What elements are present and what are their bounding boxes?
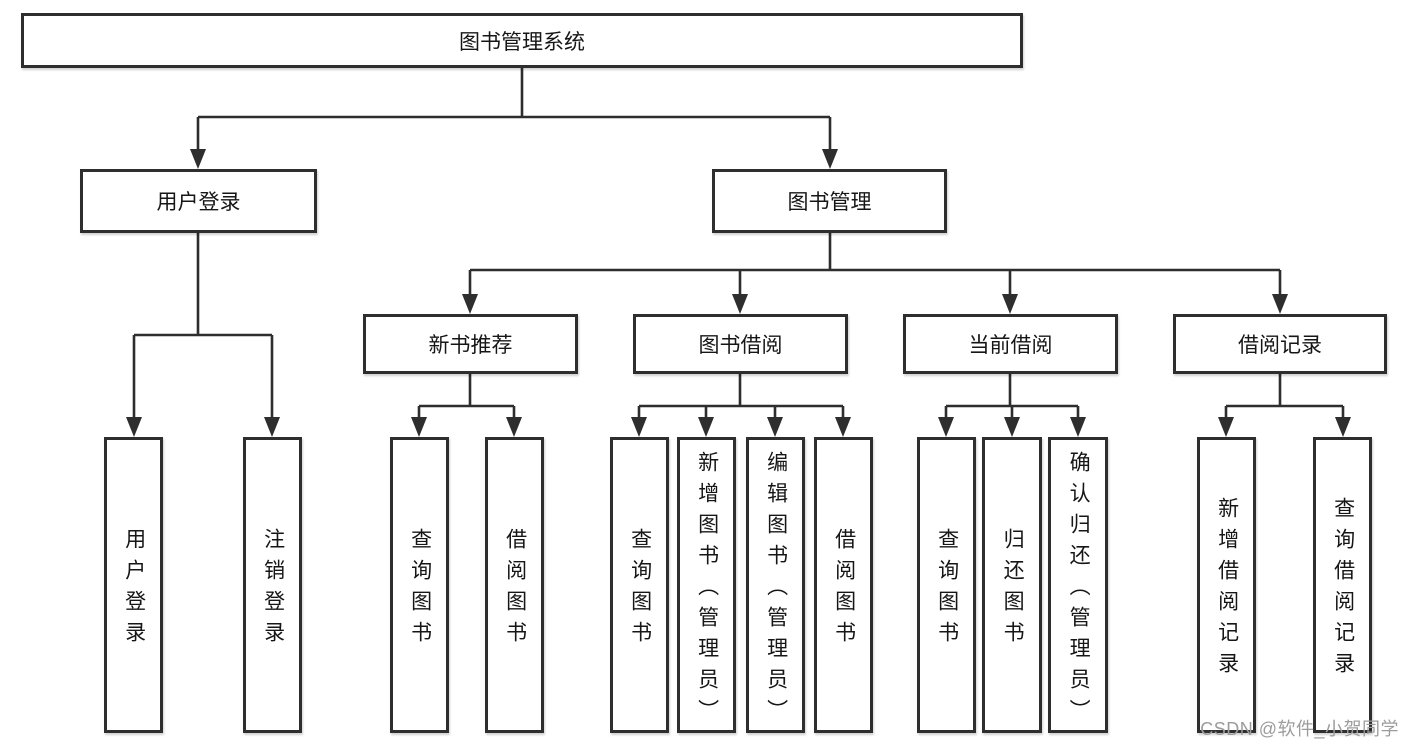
node-current-borrow: 当前借阅 — [903, 314, 1118, 374]
leaf-query-book-current: 查询图书 — [917, 437, 976, 733]
node-label: 借阅图书 — [832, 528, 856, 652]
node-label: 借阅记录 — [1238, 334, 1322, 357]
csdn-watermark: CSDN @软件_小贺同学 — [1200, 719, 1399, 739]
connector-root-to-level2 — [190, 68, 838, 169]
node-label: 图书借阅 — [698, 334, 783, 357]
connector-borrow-record-children — [1218, 374, 1351, 437]
leaf-add-borrow-record: 新增借阅记录 — [1197, 437, 1256, 733]
connector-current-borrow-children — [938, 374, 1086, 437]
leaf-query-borrow-record: 查询借阅记录 — [1313, 437, 1372, 733]
node-label: 用户登录 — [156, 191, 241, 214]
leaf-user-login: 用户登录 — [104, 437, 163, 733]
leaf-borrow-book: 借阅图书 — [814, 437, 873, 733]
leaf-query-book-recommend: 查询图书 — [390, 437, 449, 733]
node-label: 新增图书（管理员） — [695, 450, 719, 730]
leaf-return-book: 归还图书 — [982, 437, 1042, 733]
node-label: 查询图书 — [408, 528, 432, 652]
leaf-edit-book-admin: 编辑图书（管理员） — [746, 437, 805, 733]
node-book-management: 图书管理 — [712, 169, 947, 233]
node-label: 新书推荐 — [428, 334, 513, 357]
leaf-borrow-book-recommend: 借阅图书 — [485, 437, 544, 733]
node-label: 用户登录 — [122, 528, 146, 652]
connector-book-borrow-children — [631, 374, 851, 437]
node-label: 查询借阅记录 — [1331, 497, 1355, 683]
node-label: 图书管理 — [787, 191, 872, 214]
node-label: 当前借阅 — [968, 334, 1053, 357]
node-label: 图书管理系统 — [459, 30, 585, 54]
leaf-query-book-borrow: 查询图书 — [610, 437, 669, 733]
leaf-logout: 注销登录 — [243, 437, 302, 733]
node-label: 借阅图书 — [503, 528, 527, 652]
connector-book-management-children — [462, 233, 1288, 314]
node-label: 注销登录 — [261, 528, 285, 652]
node-label: 确认归还（管理员） — [1067, 450, 1091, 730]
node-label: 编辑图书（管理员） — [764, 450, 788, 730]
node-new-book-recommend: 新书推荐 — [363, 314, 578, 374]
node-library-management-system: 图书管理系统 — [21, 13, 1023, 68]
node-user-login: 用户登录 — [80, 169, 317, 233]
node-borrow-record: 借阅记录 — [1173, 314, 1387, 374]
connector-new-book-recommend-children — [411, 374, 522, 437]
node-label: 新增借阅记录 — [1215, 497, 1239, 683]
node-label: 归还图书 — [1001, 528, 1025, 652]
connector-user-login-children — [126, 233, 280, 437]
leaf-add-book-admin: 新增图书（管理员） — [677, 437, 736, 733]
leaf-confirm-return-admin: 确认归还（管理员） — [1048, 437, 1108, 733]
node-label: 查询图书 — [935, 528, 959, 652]
node-book-borrow: 图书借阅 — [633, 314, 848, 374]
node-label: 查询图书 — [628, 528, 652, 652]
